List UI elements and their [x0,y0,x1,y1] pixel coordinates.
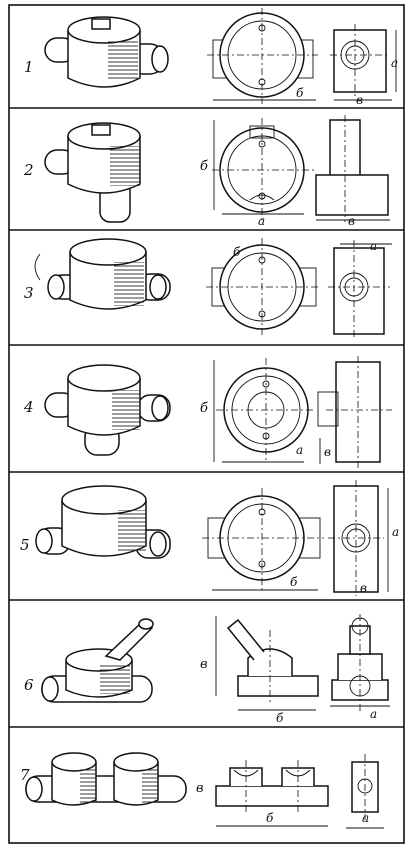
row-1-side-view [330,24,397,101]
row-5-number: 5 [20,536,30,554]
row-1: 1 [24,8,398,107]
row-1-dim-b: б [296,86,304,100]
row-1-iso-view [44,16,169,88]
row-7-dim-a: а [362,811,369,825]
row-7-side-view [346,754,384,829]
row-3-number: 3 [24,284,34,302]
row-5-dim-b: б [290,575,298,589]
row-3: 3 б а [24,238,392,340]
row-7-dim-v: в [196,781,204,796]
row-6-number: 6 [24,676,34,694]
row-6-front-view [215,616,319,711]
row-6-dim-b: б [276,711,284,725]
row-6-iso-view [41,618,154,703]
row-5-iso-view [35,485,171,559]
row-dividers [9,107,404,728]
row-3-dim-b: б [233,245,241,259]
row-2-side-view [315,115,390,222]
row-3-iso-view [34,238,171,310]
row-1-plan-view [207,8,318,104]
row-7-front-view [215,760,329,827]
row-4-number: 4 [23,398,34,416]
row-7-number: 7 [20,766,30,784]
row-7-iso-view [25,752,187,806]
row-2-dim-b: б [200,159,208,174]
row-1-number: 1 [24,58,34,76]
row-7: 7 в б а [20,752,384,829]
row-7-dim-b: б [266,811,274,825]
row-5-dim-v: в [360,581,367,595]
row-1-dim-v: в [356,93,363,107]
row-6: 6 в б а [24,614,390,725]
row-5: 5 б а в [20,480,399,596]
row-3-plan-view [206,238,320,338]
row-3-side-view [328,240,392,340]
row-6-dim-a: а [370,707,377,721]
outer-frame [8,4,405,844]
row-4: 4 б а в [23,356,392,468]
row-6-dim-v: в [200,657,208,672]
row-4-dim-b: б [200,401,208,416]
row-2-dim-a: а [258,214,265,228]
row-5-dim-a: а [392,525,399,539]
row-5-plan-view [202,488,324,592]
row-4-dim-v: в [324,445,331,459]
row-4-side-view [317,356,392,468]
row-2-plan-view [212,118,314,222]
row-2-iso-view [44,122,141,223]
row-2-dim-v: в [348,214,355,228]
row-5-side-view [328,480,389,596]
row-2: 2 б а в [23,115,390,228]
row-4-iso-view [44,364,171,456]
row-2-number: 2 [23,161,34,179]
row-4-dim-a: а [296,443,303,457]
row-1-dim-a: а [391,56,398,70]
row-4-plan-view [213,358,316,463]
row-3-dim-a: а [370,239,377,253]
row-6-side-view [330,614,390,712]
